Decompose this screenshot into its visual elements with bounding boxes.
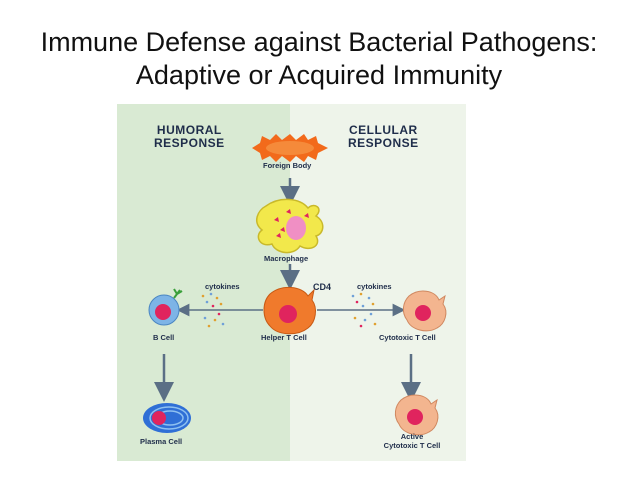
- humoral-heading-line1: HUMORAL: [156, 123, 222, 137]
- humoral-panel: [117, 104, 290, 461]
- plasma-cell-icon: [143, 403, 191, 433]
- foreign-body-label: Foreign Body: [263, 161, 312, 170]
- immune-response-diagram: HUMORAL RESPONSE CELLULAR RESPONSE Forei…: [117, 104, 466, 461]
- active-cytotoxic-label-line2: Cytotoxic T Cell: [383, 441, 441, 450]
- slide-title-line1: Immune Defense against Bacterial Pathoge…: [40, 27, 598, 57]
- humoral-heading: HUMORAL RESPONSE: [154, 124, 225, 150]
- cytokines-left-dots: [201, 292, 225, 328]
- cellular-heading-line2: RESPONSE: [348, 136, 419, 150]
- b-cell-label: B Cell: [153, 333, 175, 342]
- cytokines-right-dots: [351, 292, 377, 328]
- helper-t-cell-icon: [263, 287, 316, 335]
- cellular-heading: CELLULAR RESPONSE: [348, 124, 419, 150]
- active-cytotoxic-t-cell-icon: [394, 394, 439, 436]
- foreign-body-icon: [252, 134, 328, 162]
- macrophage-icon: [256, 198, 324, 254]
- cd4-label: CD4: [313, 282, 332, 292]
- cellular-heading-line1: CELLULAR: [349, 123, 418, 137]
- slide-title-line2: Adaptive or Acquired Immunity: [135, 60, 503, 90]
- humoral-heading-line2: RESPONSE: [154, 136, 225, 150]
- active-cytotoxic-label-line1: Active: [400, 432, 424, 441]
- macrophage-label: Macrophage: [264, 254, 309, 263]
- diagram-artwork: [117, 104, 466, 461]
- cytokines-right-label: cytokines: [357, 282, 392, 291]
- helper-t-cell-label: Helper T Cell: [261, 333, 307, 342]
- cytotoxic-t-cell-label: Cytotoxic T Cell: [379, 333, 436, 342]
- cytokines-left-label: cytokines: [205, 282, 240, 291]
- active-cytotoxic-label: Active Cytotoxic T Cell: [372, 432, 452, 450]
- cytotoxic-t-cell-icon: [402, 290, 447, 332]
- plasma-cell-label: Plasma Cell: [140, 437, 183, 446]
- b-cell-icon: [148, 288, 183, 326]
